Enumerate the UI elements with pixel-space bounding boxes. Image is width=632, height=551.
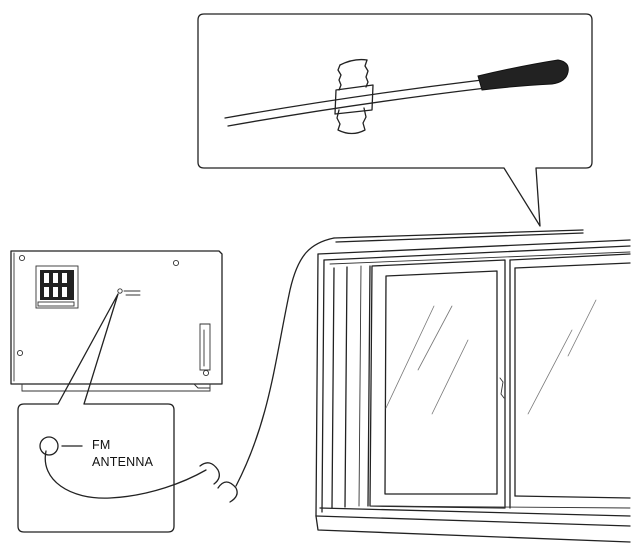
fm-antenna-jack — [39, 436, 59, 456]
antenna-jack-unit — [117, 288, 123, 294]
antenna-wire-detail — [224, 79, 483, 119]
tape-strip — [334, 58, 374, 135]
screw — [202, 369, 210, 377]
stereo-unit-rear — [10, 250, 223, 392]
fm-antenna-label-line2: ANTENNA — [92, 455, 154, 469]
jack-detail-callout: FM ANTENNA — [17, 293, 175, 533]
screw — [172, 259, 180, 267]
screw — [16, 349, 24, 357]
speaker-terminals — [35, 265, 79, 309]
antenna-tip — [477, 59, 569, 91]
screw — [18, 254, 26, 262]
antenna-detail-callout — [197, 13, 593, 227]
window — [315, 239, 631, 543]
fm-antenna-label-line1: FM — [92, 438, 110, 452]
antenna-cable — [44, 229, 584, 503]
